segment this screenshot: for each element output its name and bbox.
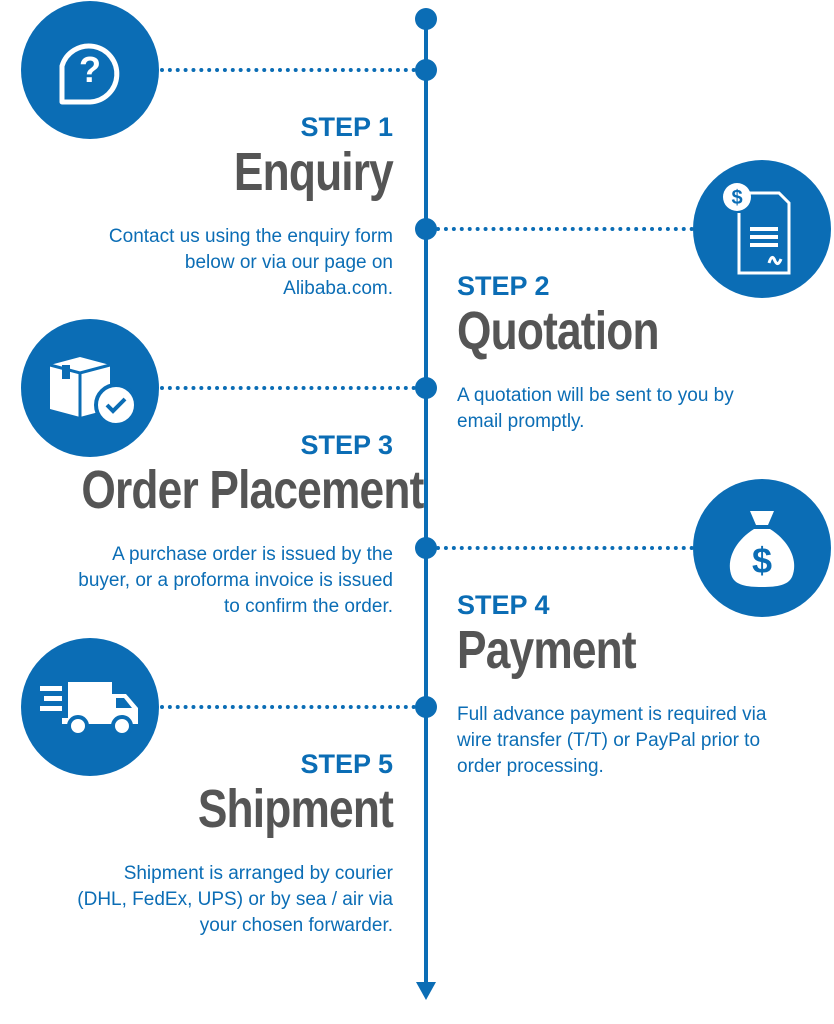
desc-line: Contact us using the enquiry form xyxy=(108,226,393,247)
desc-line: Shipment is arranged by courier xyxy=(123,863,393,884)
step-3: STEP 3 Order Placement A purchase order … xyxy=(13,430,424,620)
connector-step-4 xyxy=(436,546,694,550)
connector-step-5 xyxy=(160,705,416,709)
step-description: Full advance payment is required via wir… xyxy=(457,702,834,780)
timeline-dot-step-1 xyxy=(415,59,437,81)
desc-line: buyer, or a proforma invoice is issued xyxy=(78,570,393,591)
box-check-icon xyxy=(49,357,138,427)
timeline-dot-step-5 xyxy=(415,696,437,718)
timeline-dot-step-2 xyxy=(415,218,437,240)
desc-line: A purchase order is issued by the xyxy=(112,544,393,565)
svg-text:$: $ xyxy=(731,187,742,209)
question-bubble-icon: ? xyxy=(59,43,120,105)
step-3-icon-circle xyxy=(21,319,159,457)
step-title: Quotation xyxy=(457,301,660,361)
step-label: STEP 4 xyxy=(457,590,550,620)
step-title: Order Placement xyxy=(81,460,424,520)
desc-line: to confirm the order. xyxy=(224,596,393,617)
desc-line: order processing. xyxy=(457,756,604,777)
desc-line: your chosen forwarder. xyxy=(199,915,393,936)
svg-text:$: $ xyxy=(752,540,772,581)
step-label: STEP 1 xyxy=(300,112,393,142)
desc-line: Full advance payment is required via xyxy=(457,704,767,725)
timeline-dot-step-4 xyxy=(415,537,437,559)
step-5: STEP 5 Shipment Shipment is arranged by … xyxy=(13,749,394,939)
step-4-icon-circle: $ xyxy=(693,479,831,617)
desc-line: below or via our page on xyxy=(184,252,393,273)
step-2: STEP 2 Quotation A quotation will be sen… xyxy=(457,271,834,435)
money-bag-icon: $ xyxy=(729,511,795,587)
desc-line: A quotation will be sent to you by xyxy=(457,385,734,406)
connector-step-1 xyxy=(160,68,416,72)
timeline-arrow xyxy=(416,982,436,1000)
connector-step-2 xyxy=(436,227,694,231)
step-description: Contact us using the enquiry form below … xyxy=(13,224,393,302)
step-2-icon-circle: $ xyxy=(693,160,831,298)
timeline-dot-step-3 xyxy=(415,377,437,399)
step-description: A purchase order is issued by the buyer,… xyxy=(13,542,393,620)
step-1: STEP 1 Enquiry Contact us using the enqu… xyxy=(13,112,394,302)
step-5-icon-circle xyxy=(21,638,159,776)
desc-line: (DHL, FedEx, UPS) or by sea / air via xyxy=(77,889,393,910)
step-label: STEP 3 xyxy=(300,430,393,460)
step-description: A quotation will be sent to you by email… xyxy=(457,383,834,435)
timeline-line xyxy=(424,19,428,989)
svg-text:?: ? xyxy=(79,49,101,90)
step-title: Payment xyxy=(457,620,637,680)
desc-line: wire transfer (T/T) or PayPal prior to xyxy=(457,730,761,751)
timeline-start-dot xyxy=(415,8,437,30)
desc-line: email promptly. xyxy=(457,411,585,432)
desc-line: Alibaba.com. xyxy=(283,278,393,299)
step-title: Enquiry xyxy=(233,142,394,202)
step-4: STEP 4 Payment Full advance payment is r… xyxy=(457,590,834,780)
step-label: STEP 5 xyxy=(300,749,393,779)
step-description: Shipment is arranged by courier (DHL, Fe… xyxy=(13,861,393,939)
connector-step-3 xyxy=(160,386,416,390)
delivery-truck-icon xyxy=(40,682,138,737)
step-1-icon-circle: ? xyxy=(21,1,159,139)
step-label: STEP 2 xyxy=(457,271,550,301)
invoice-icon: $ xyxy=(723,183,791,275)
step-title: Shipment xyxy=(197,779,394,839)
